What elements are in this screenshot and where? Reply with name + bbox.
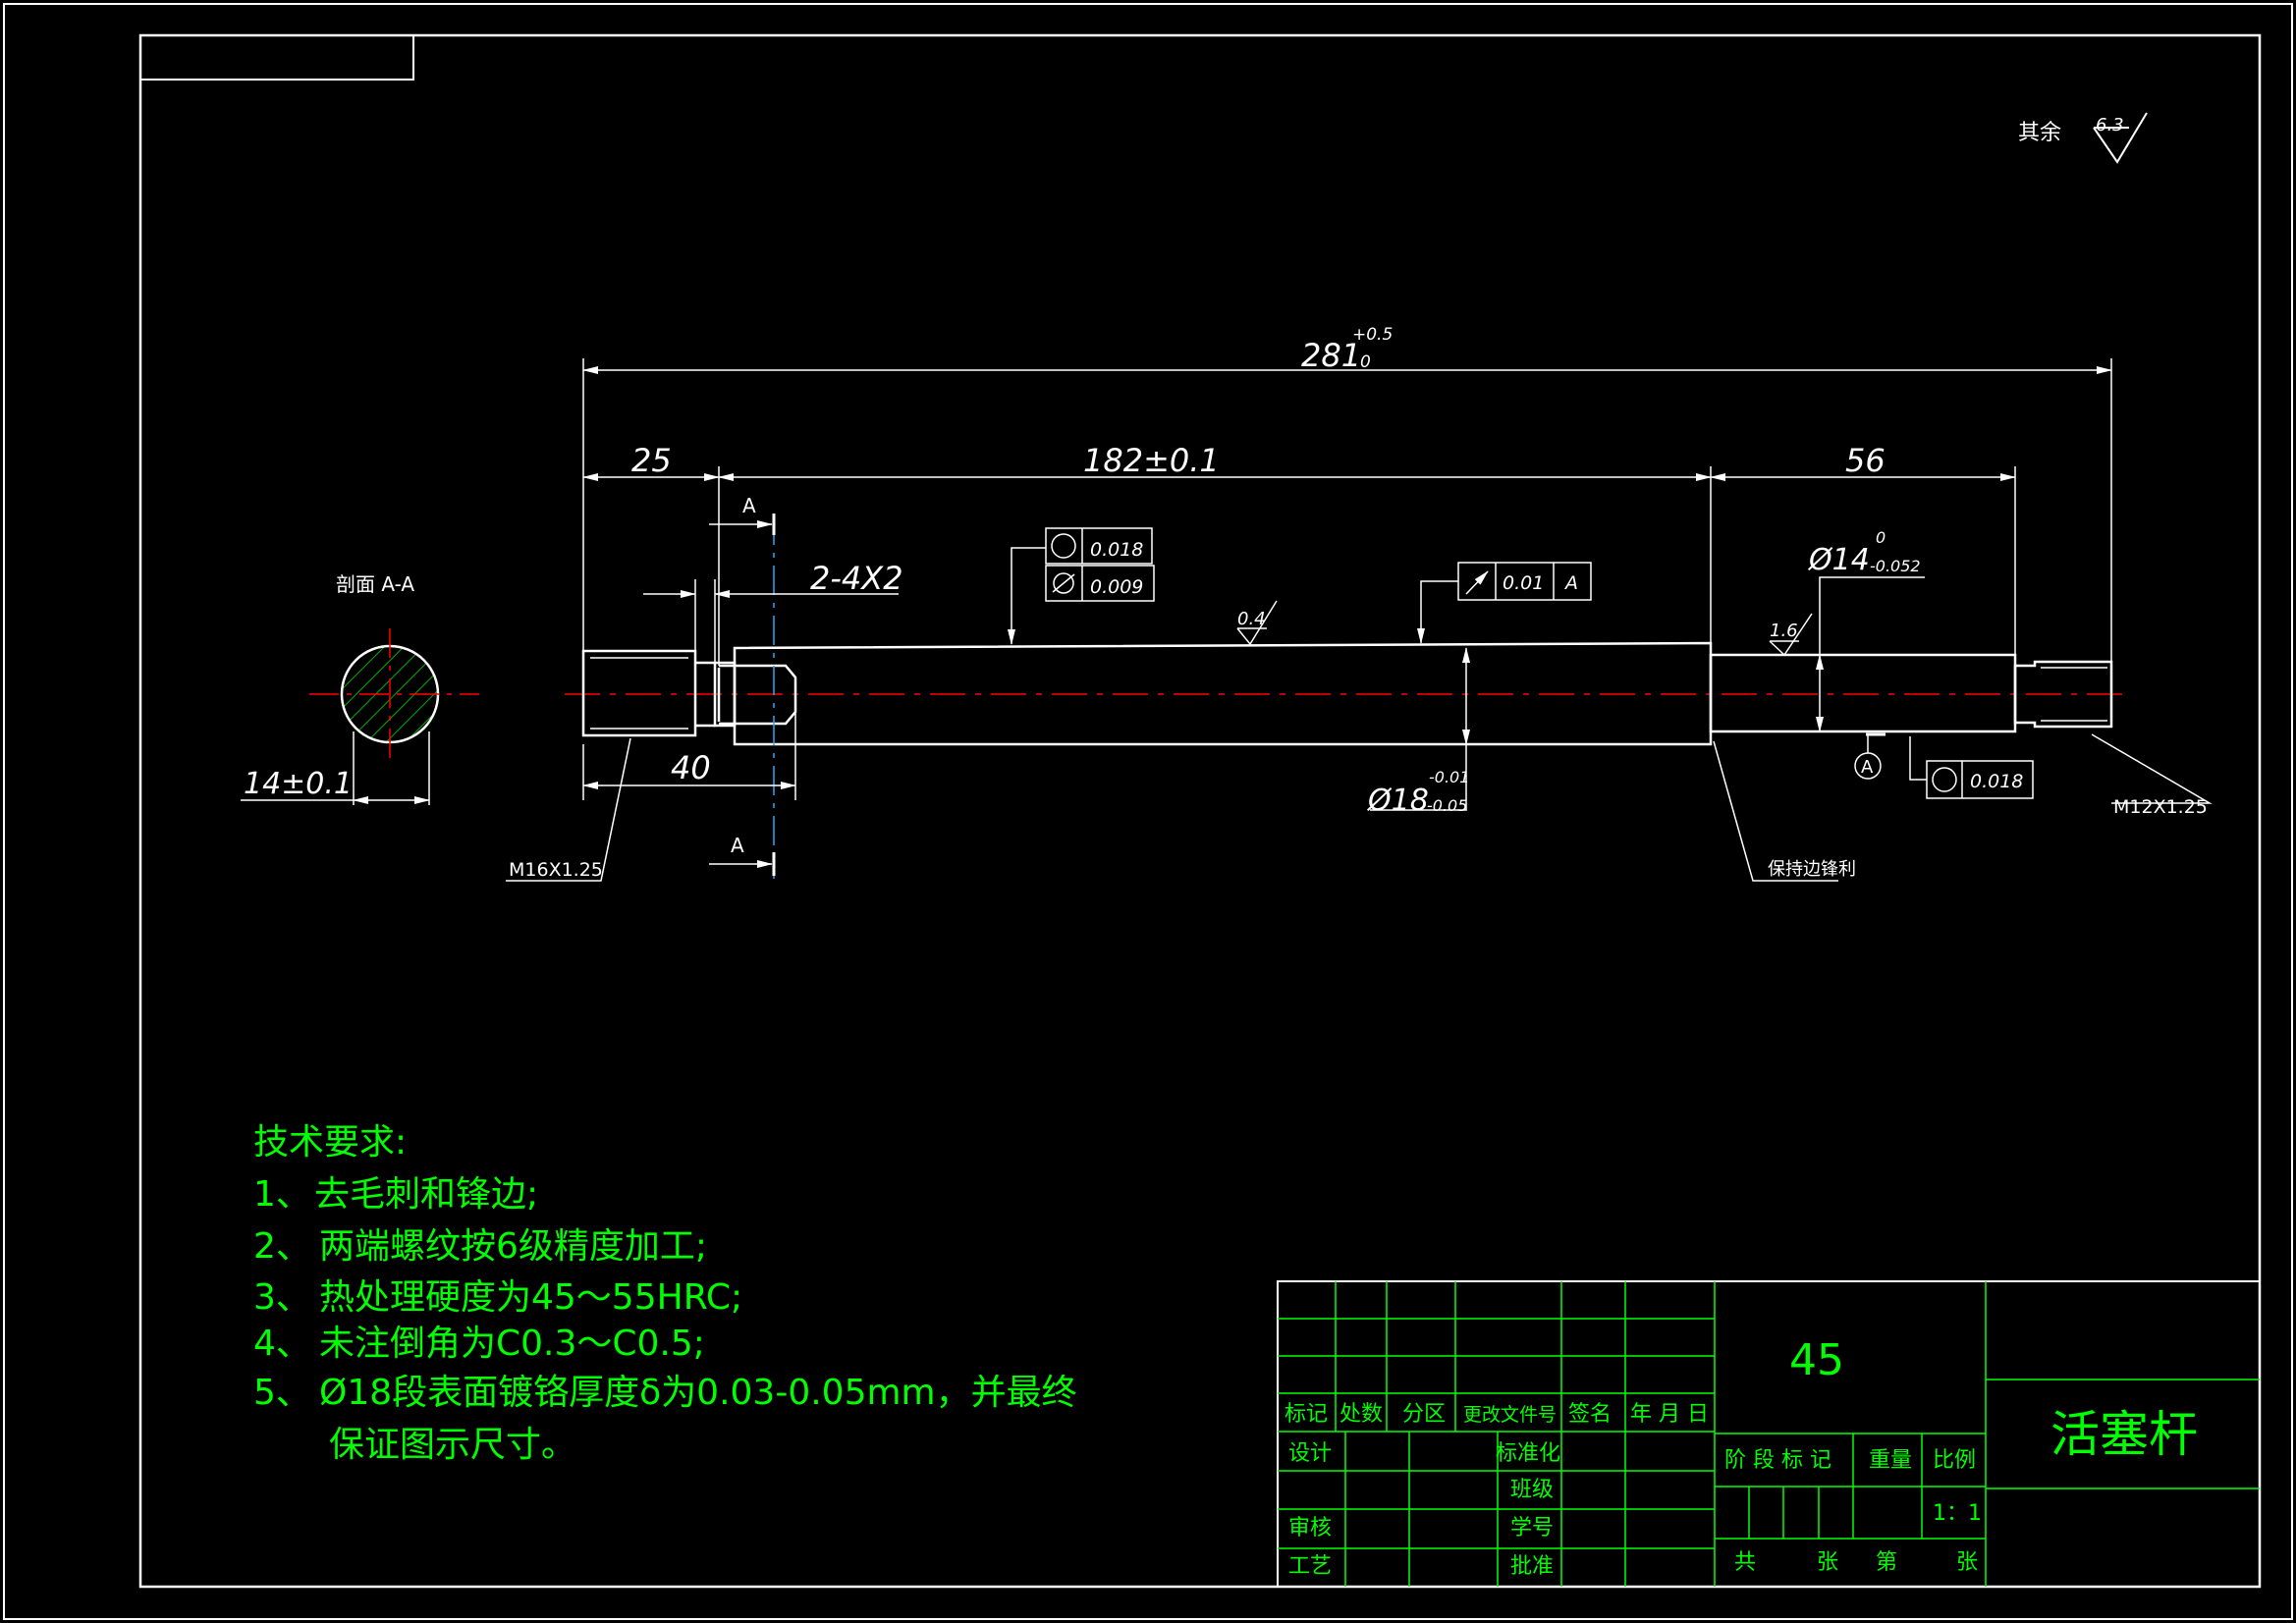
label-design: 设计 [1288,1441,1332,1466]
tolerance-frame-runout [1417,562,1592,644]
cylindricity-value: 0.009 [1090,576,1143,598]
label-total: 共 [1734,1550,1756,1575]
sharp-edge-callout: 保持边锋利 [1768,859,1856,880]
right-dia-dim: Ø14 [1807,543,1870,577]
note-text-1: 去毛刺和锋边; [314,1174,538,1215]
technical-notes: 技术要求: 1、 去毛刺和锋边; 2、 两端螺纹按6级精度加工; 3、 热处理硬… [253,1122,1077,1465]
right-dia-upper: 0 [1876,528,1886,547]
title-block [1277,1280,2261,1588]
note-num-5: 5、 [253,1373,311,1413]
header-date: 年 月 日 [1630,1402,1709,1427]
runout-value: 0.01 [1503,572,1544,594]
roughness-main [1236,600,1278,646]
label-class: 班级 [1510,1478,1554,1502]
inner-frame [138,33,2262,1589]
note-num-3: 3、 [253,1277,311,1318]
header-signature: 签名 [1568,1402,1612,1427]
note-text-3: 热处理硬度为45～55HRC; [319,1277,742,1318]
corner-label-box [139,34,414,81]
label-weight: 重量 [1869,1448,1912,1473]
datum-symbol [1854,732,1886,780]
notes-title: 技术要求: [253,1122,407,1163]
material-value: 45 [1789,1335,1844,1385]
overall-dim-upper: +0.5 [1352,325,1393,345]
roughness-general-value: 6.3 [2096,115,2124,135]
main-dia-upper: -0.01 [1429,768,1469,786]
tolerance-frame-right [1909,736,2034,799]
left-len-dim: 25 [631,442,672,479]
datum-mark: A [1861,757,1874,778]
groove-dim: 2-4X2 [810,560,903,597]
runout-datum: A [1563,572,1578,594]
note-num-2: 2、 [253,1226,311,1267]
dimension-lines [582,366,2112,811]
right-circularity-value: 0.018 [1970,771,2023,792]
section-aa-label: 剖面 A-A [336,572,414,596]
left-offset-dim: 40 [671,749,711,786]
note-text-2: 两端螺纹按6级精度加工; [319,1226,707,1267]
label-sheet-no: 第 [1876,1550,1897,1575]
extension-lines [582,358,2112,800]
label-review: 审核 [1288,1516,1332,1541]
label-scale: 比例 [1933,1448,1976,1473]
right-len-dim: 56 [1845,442,1886,479]
label-approve: 批准 [1510,1554,1554,1579]
note-num-1: 1、 [253,1174,311,1215]
label-sheets: 张 [1817,1550,1838,1575]
roughness-general-label: 其余 [2018,121,2061,145]
section-mark-bottom: A [731,834,744,857]
section-cut-line: A A [709,494,776,879]
section-aa: 剖面 A-A 14±0.1 [241,572,479,805]
header-count: 处数 [1339,1402,1383,1427]
section-width-dim: 14±0.1 [244,767,353,801]
note-num-4: 4、 [253,1324,311,1364]
note-continuation: 保证图示尺寸。 [329,1425,576,1465]
roughness-main-value: 0.4 [1237,609,1266,629]
note-text-5: Ø18段表面镀铬厚度δ为0.03-0.05mm，并最终 [319,1373,1077,1413]
label-stage-mark: 阶 段 标 记 [1724,1448,1831,1473]
roughness-right [1769,613,1813,657]
label-student-id: 学号 [1510,1516,1554,1541]
tolerance-frame-left [1008,527,1155,645]
outer-frame [3,3,2293,1620]
label-process: 工艺 [1288,1554,1332,1579]
main-dia-lower: -0.05 [1427,796,1467,815]
right-thread-callout: M12X1.25 [2113,796,2208,818]
middle-len-dim: 182±0.1 [1083,442,1220,479]
header-mark: 标记 [1285,1402,1328,1427]
label-sheet-unit: 张 [1956,1550,1978,1575]
overall-dim-lower: 0 [1360,352,1371,372]
callout-leaders [506,733,2213,882]
note-text-4: 未注倒角为C0.3～C0.5; [319,1324,705,1364]
circularity-value: 0.018 [1090,539,1143,561]
label-standardization: 标准化 [1496,1441,1560,1466]
title-block-text: 45 活塞杆 标记 处数 分区 更改文件号 签名 年 月 日 设计 标准化 班级… [1285,1335,2198,1579]
section-mark-top: A [742,494,756,517]
left-thread-callout: M16X1.25 [509,859,603,881]
scale-value: 1：1 [1933,1501,1982,1526]
header-change-doc: 更改文件号 [1463,1404,1557,1426]
overall-dim: 281 [1301,337,1361,374]
roughness-right-value: 1.6 [1770,621,1798,641]
part-name: 活塞杆 [2050,1406,2198,1463]
right-dia-lower: -0.052 [1870,557,1921,575]
header-zone: 分区 [1402,1402,1446,1427]
general-roughness: 其余 6.3 [2018,112,2148,164]
main-dia-dim: Ø18 [1366,784,1429,818]
